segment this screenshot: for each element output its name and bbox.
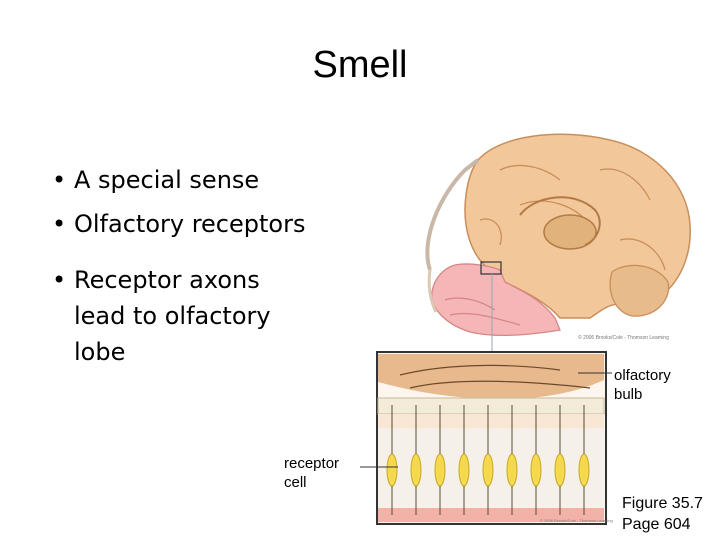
figure-caption: Figure 35.7 Page 604 bbox=[622, 493, 703, 535]
brain-sagittal-illustration: © 2006 Brooks/Cole - Thomson Learning bbox=[425, 133, 691, 352]
svg-text:© 2006 Brooks/Cole - Thomson L: © 2006 Brooks/Cole - Thomson Learning bbox=[578, 334, 669, 341]
bullet-item: Olfactory receptors bbox=[52, 206, 312, 242]
bullet-list: A special sense Olfactory receptors Rece… bbox=[52, 162, 312, 370]
slide-title: Smell bbox=[312, 44, 408, 86]
bullet-item: A special sense bbox=[52, 162, 312, 198]
olfactory-epithelium-illustration: © 2006 Brooks/Cole - Thomson Learning bbox=[376, 351, 613, 525]
figure-number: Figure 35.7 bbox=[622, 495, 703, 512]
bullet-item: Receptor axons lead to olfactory lobe bbox=[52, 262, 312, 370]
svg-text:© 2006 Brooks/Cole - Thomson L: © 2006 Brooks/Cole - Thomson Learning bbox=[540, 518, 613, 523]
receptor-cell-label: receptor cell bbox=[284, 454, 339, 492]
olfactory-bulb-label: olfactory bulb bbox=[614, 366, 671, 404]
receptor-cell-row bbox=[386, 405, 590, 515]
page-number: Page 604 bbox=[622, 516, 691, 533]
bulb-label-text: olfactory bulb bbox=[614, 367, 671, 403]
receptor-label-text: receptor cell bbox=[284, 455, 340, 491]
